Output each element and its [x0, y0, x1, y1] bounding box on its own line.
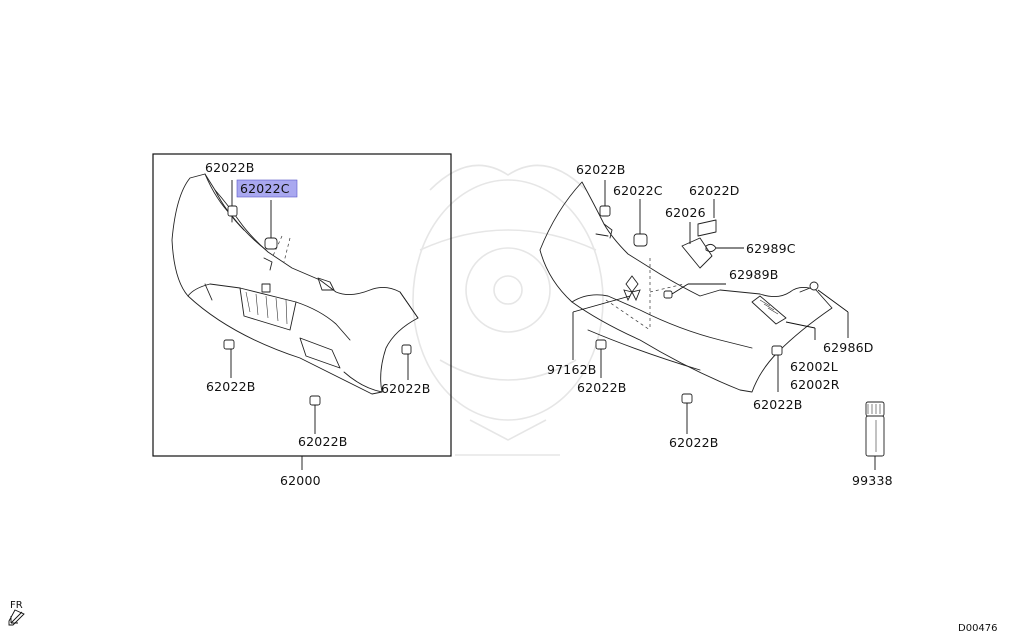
- clip-icon[interactable]: [309, 395, 321, 406]
- bumper-cover-drawing: [539, 181, 833, 393]
- part-label-62022c-highlighted[interactable]: 62022C: [240, 181, 290, 196]
- paint-bottle-icon[interactable]: [865, 401, 885, 457]
- part-label-62022b[interactable]: 62022B: [206, 379, 256, 394]
- clip-icon[interactable]: [663, 290, 673, 299]
- part-label-62986d[interactable]: 62986D: [823, 340, 874, 355]
- part-label-62989c[interactable]: 62989C: [746, 241, 796, 256]
- emblem-icon[interactable]: [623, 275, 641, 302]
- part-label-62989b[interactable]: 62989B: [729, 267, 779, 282]
- part-label-99338[interactable]: 99338: [852, 473, 893, 488]
- part-label-62022b[interactable]: 62022B: [381, 381, 431, 396]
- part-label-62022b[interactable]: 62022B: [205, 160, 255, 175]
- part-highlight: [236, 179, 298, 198]
- front-direction-label: FR: [10, 600, 23, 611]
- front-arrow-icon: [8, 609, 25, 626]
- part-label-62022b[interactable]: 62022B: [577, 380, 627, 395]
- part-label-62022d[interactable]: 62022D: [689, 183, 740, 198]
- clip-icon[interactable]: [771, 345, 783, 356]
- part-label-62022b[interactable]: 62022B: [669, 435, 719, 450]
- part-label-62022b[interactable]: 62022B: [753, 397, 803, 412]
- part-label-62002r[interactable]: 62002R: [790, 377, 840, 392]
- part-label-62026[interactable]: 62026: [665, 205, 706, 220]
- part-label-62022b[interactable]: 62022B: [298, 434, 348, 449]
- part-label-62022c[interactable]: 62022C: [613, 183, 663, 198]
- diagram-code: D00476: [958, 623, 998, 634]
- part-label-62022b[interactable]: 62022B: [576, 162, 626, 177]
- clip-icon[interactable]: [599, 205, 611, 217]
- clip-icon[interactable]: [401, 344, 412, 355]
- front-bumper-drawing: [171, 173, 419, 395]
- clip-icon[interactable]: [264, 237, 278, 250]
- watermark-emblem: [412, 164, 604, 456]
- clip-icon[interactable]: [227, 205, 238, 223]
- assembly-label-62000[interactable]: 62000: [280, 473, 321, 488]
- clip-icon[interactable]: [223, 339, 235, 350]
- clip-icon[interactable]: [595, 339, 607, 350]
- clip-icon[interactable]: [633, 233, 648, 247]
- part-label-97162b[interactable]: 97162B: [547, 362, 597, 377]
- screw-icon[interactable]: [799, 281, 819, 293]
- part-label-62002l[interactable]: 62002L: [790, 359, 838, 374]
- clip-icon[interactable]: [681, 393, 693, 404]
